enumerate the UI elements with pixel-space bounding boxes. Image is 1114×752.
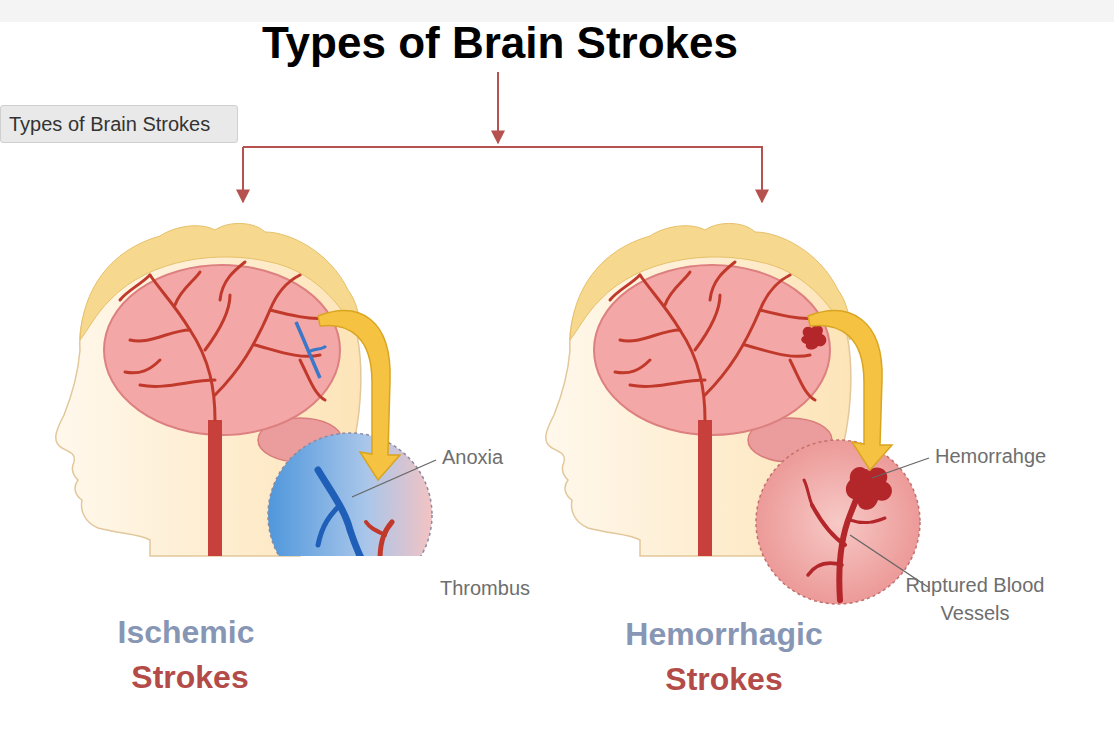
callout-label: Thrombus (438, 577, 532, 600)
stroke-type-label: Hemorrhagic (625, 616, 822, 653)
tooltip-text: Types of Brain Strokes (9, 112, 229, 136)
callout-label: Anoxia (440, 446, 505, 469)
stroke-type-label: Ischemic (118, 614, 255, 651)
callout-label: Hemorrahge (933, 445, 1048, 468)
stroke-type-label: Strokes (131, 659, 248, 696)
tooltip-box: Types of Brain Strokes (0, 105, 238, 143)
stroke-type-label: Strokes (665, 661, 782, 698)
callout-label: Ruptured Blood Vessels (900, 571, 1050, 627)
diagram-title: Types of Brain Strokes (262, 18, 738, 69)
